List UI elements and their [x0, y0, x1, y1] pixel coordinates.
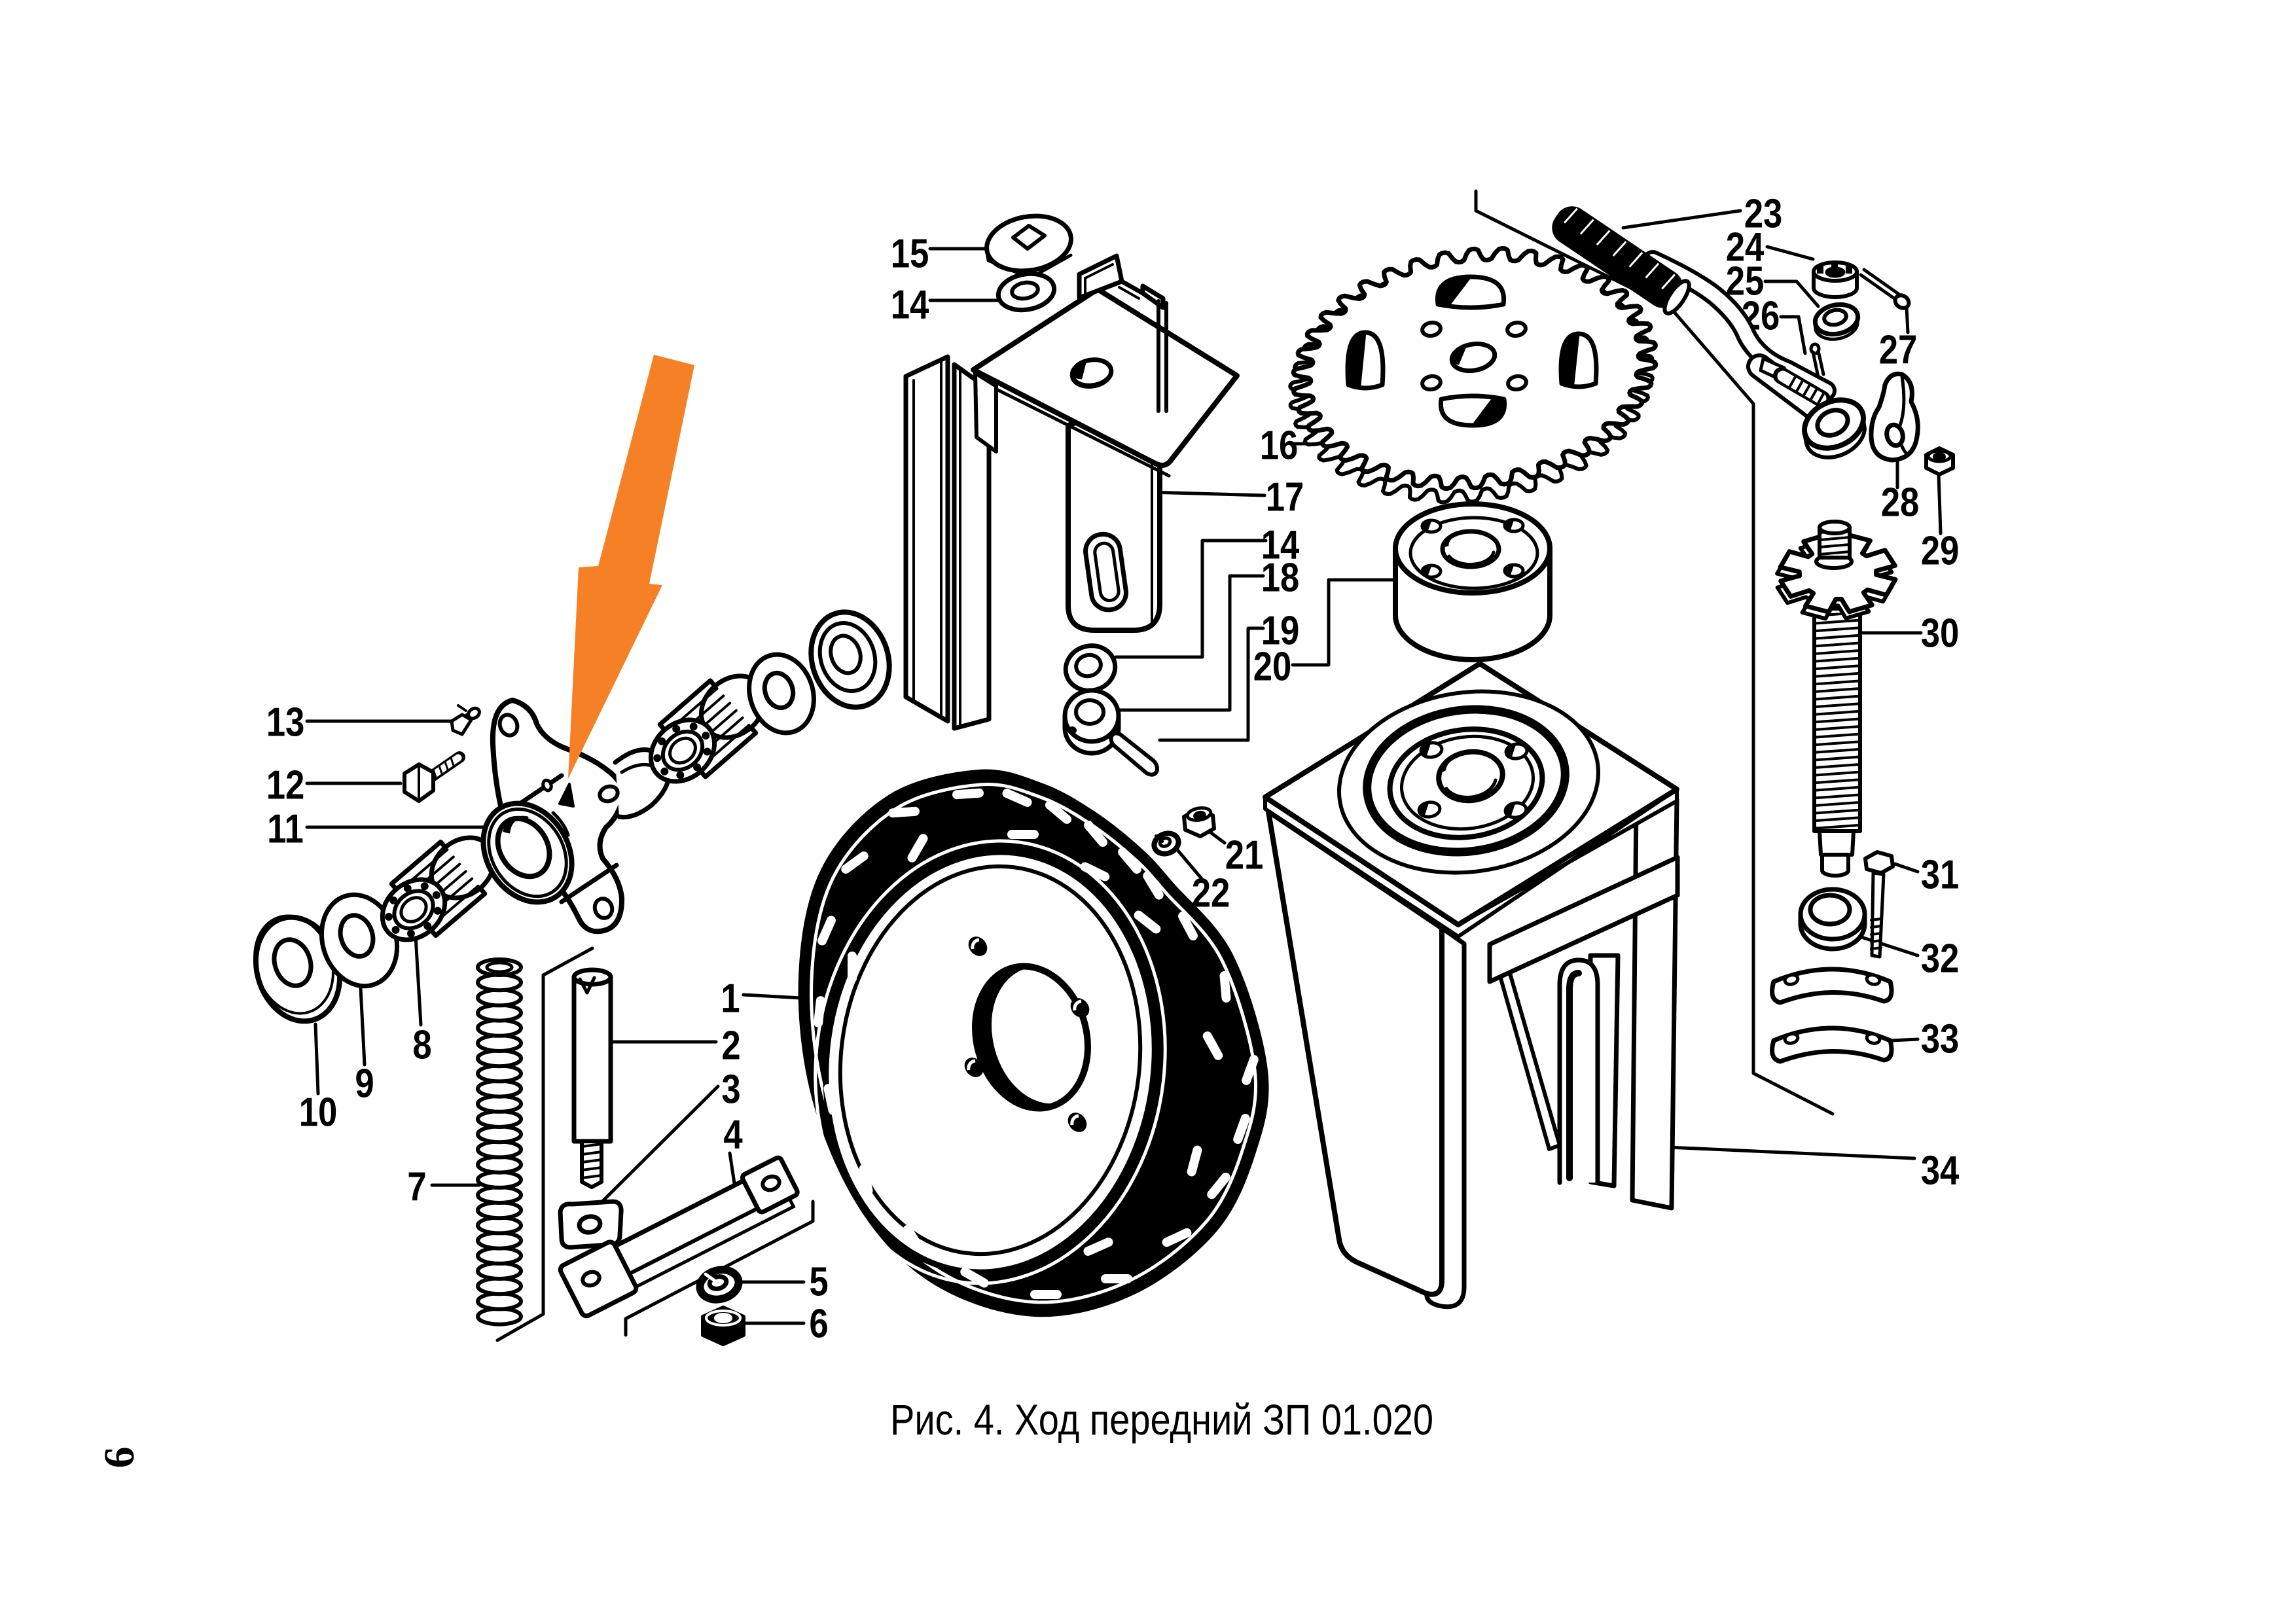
- svg-text:10: 10: [299, 1090, 338, 1135]
- svg-text:23: 23: [1744, 191, 1783, 236]
- svg-text:34: 34: [1921, 1148, 1960, 1193]
- svg-text:27: 27: [1879, 327, 1918, 372]
- svg-text:21: 21: [1225, 832, 1264, 878]
- svg-text:11: 11: [267, 806, 304, 851]
- svg-text:30: 30: [1921, 611, 1960, 656]
- svg-text:32: 32: [1921, 936, 1960, 981]
- svg-text:15: 15: [891, 231, 929, 276]
- svg-text:25: 25: [1726, 259, 1765, 304]
- svg-text:28: 28: [1881, 480, 1920, 525]
- svg-text:20: 20: [1253, 644, 1292, 689]
- svg-text:13: 13: [266, 700, 305, 745]
- svg-text:8: 8: [412, 1022, 431, 1067]
- svg-text:16: 16: [1260, 423, 1299, 468]
- svg-text:2: 2: [721, 1023, 740, 1068]
- svg-text:17: 17: [1266, 474, 1304, 520]
- svg-text:9: 9: [355, 1061, 374, 1106]
- svg-text:1: 1: [721, 976, 740, 1021]
- svg-text:18: 18: [1261, 555, 1300, 600]
- svg-text:Рис. 4. Ход передний ЗП 01.020: Рис. 4. Ход передний ЗП 01.020: [890, 1395, 1433, 1444]
- svg-text:6: 6: [809, 1301, 828, 1346]
- svg-text:3: 3: [721, 1067, 740, 1112]
- svg-text:4: 4: [723, 1112, 742, 1157]
- svg-text:31: 31: [1921, 852, 1960, 897]
- svg-text:7: 7: [407, 1164, 426, 1209]
- svg-text:22: 22: [1192, 870, 1230, 916]
- svg-text:24: 24: [1726, 224, 1765, 270]
- svg-text:29: 29: [1921, 528, 1960, 573]
- svg-text:33: 33: [1921, 1016, 1960, 1061]
- svg-text:19: 19: [1261, 608, 1300, 653]
- svg-text:5: 5: [809, 1259, 828, 1304]
- svg-text:14: 14: [891, 282, 929, 327]
- svg-text:6: 6: [96, 1447, 143, 1469]
- svg-text:14: 14: [1261, 522, 1300, 567]
- svg-text:12: 12: [266, 762, 305, 808]
